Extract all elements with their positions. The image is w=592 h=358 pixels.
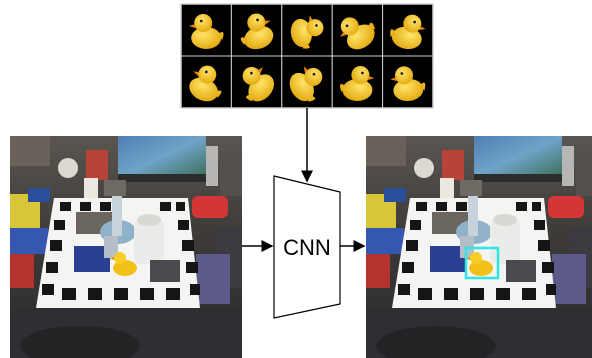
duck-template-icon	[340, 17, 376, 50]
cnn-block: CNN	[273, 175, 341, 319]
template-grid	[180, 3, 434, 109]
duck-template-icon	[340, 66, 375, 101]
duck-template-icon	[289, 66, 323, 102]
duck-template-icon	[189, 14, 224, 49]
duck-template-icon	[290, 15, 324, 49]
template-cell	[331, 55, 384, 109]
detection-box	[464, 246, 500, 280]
cnn-label: CNN	[283, 235, 331, 260]
output-scene-photo	[366, 136, 592, 358]
duck-template-icon	[390, 14, 426, 50]
duck-template-icon	[242, 66, 275, 102]
input-scene-photo	[10, 136, 242, 358]
template-cell	[180, 55, 232, 109]
template-cell	[382, 55, 434, 109]
template-cell	[281, 55, 333, 109]
template-cell	[180, 3, 232, 57]
duck-template-icon	[390, 66, 426, 102]
template-cell	[281, 3, 333, 57]
cnn-trapezoid	[273, 175, 341, 319]
template-cell	[331, 3, 384, 57]
duck-template-icon	[189, 65, 222, 102]
template-cell	[382, 3, 434, 57]
template-cell	[230, 55, 283, 109]
duck-template-icon	[240, 13, 274, 50]
template-cell	[230, 3, 283, 57]
